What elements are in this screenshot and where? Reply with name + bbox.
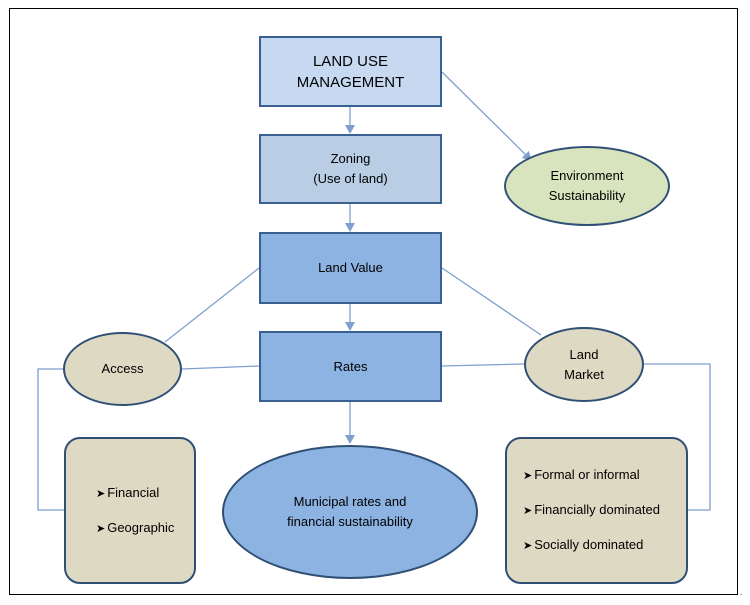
arrowhead-bullet-icon: ➤ (96, 487, 106, 500)
land-use-management-label: LAND USE MANAGEMENT (296, 52, 405, 91)
line-rates-to-landmarket (441, 363, 525, 367)
arrowhead-bullet-icon: ➤ (523, 505, 533, 517)
trailing-period: . (740, 588, 743, 597)
zoning-box: Zoning (Use of land) (259, 134, 442, 204)
land-value-label: Land Value (318, 260, 383, 275)
market-item-socially-dominated: ➤Socially dominated (523, 536, 643, 555)
line-landvalue-to-access (164, 267, 260, 343)
arrowhead-bullet-icon: ➤ (96, 522, 106, 535)
arrowhead-bullet-icon: ➤ (523, 470, 533, 482)
land-market-ellipse: Land Market (524, 327, 644, 402)
line-landvalue-to-landmarket (441, 267, 542, 336)
municipal-rates-label: Municipal rates and financial sustainabi… (287, 494, 413, 529)
arrowhead-bullet-icon: ➤ (523, 540, 533, 552)
land-use-management-box: LAND USE MANAGEMENT (259, 36, 442, 107)
market-details-box: ➤Formal or informal ➤Financially dominat… (505, 437, 688, 584)
access-ellipse: Access (63, 332, 182, 406)
diagram-frame (9, 8, 738, 595)
environment-sustainability-ellipse: Environment Sustainability (504, 146, 670, 226)
environment-sustainability-label: Environment Sustainability (548, 168, 626, 203)
municipal-rates-ellipse: Municipal rates and financial sustainabi… (222, 445, 478, 579)
rates-label: Rates (333, 358, 368, 374)
access-label: Access (101, 361, 144, 376)
access-item-geographic: ➤Geographic (96, 519, 174, 538)
access-details-box: ➤Financial ➤Geographic (64, 437, 196, 584)
access-item-financial: ➤Financial (96, 484, 159, 503)
market-item-formal-informal: ➤Formal or informal (523, 466, 640, 485)
line-access-to-rates (181, 365, 260, 370)
land-value-box: Land Value (259, 232, 442, 304)
bracket-access-to-box (37, 368, 65, 511)
arrow-lum-to-environment (441, 71, 532, 161)
market-item-financially-dominated: ➤Financially dominated (523, 501, 660, 520)
rates-box: Rates (259, 331, 442, 402)
bracket-market-to-box (643, 363, 711, 511)
land-market-label: Land Market (564, 346, 604, 382)
zoning-label: Zoning (Use of land) (313, 151, 388, 186)
